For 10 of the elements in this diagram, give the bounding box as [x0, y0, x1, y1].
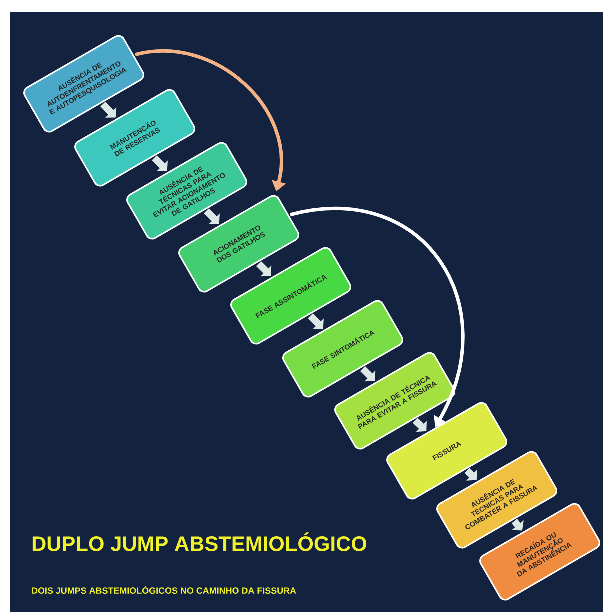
caption: DOIS JUMPS ABSTEMIOLÓGICOS NO CAMINHO DA FISSURA	[32, 586, 296, 594]
title: DUPLO JUMP ABSTEMIOLÓGICO	[32, 532, 367, 552]
step-arrow	[100, 102, 117, 118]
step-arrow	[152, 156, 168, 172]
step-arrow	[512, 519, 524, 531]
step-arrow	[204, 208, 220, 224]
step-arrow	[360, 366, 376, 382]
step-arrow	[464, 468, 478, 481]
step-arrow	[308, 314, 324, 330]
step-arrow	[256, 261, 272, 277]
